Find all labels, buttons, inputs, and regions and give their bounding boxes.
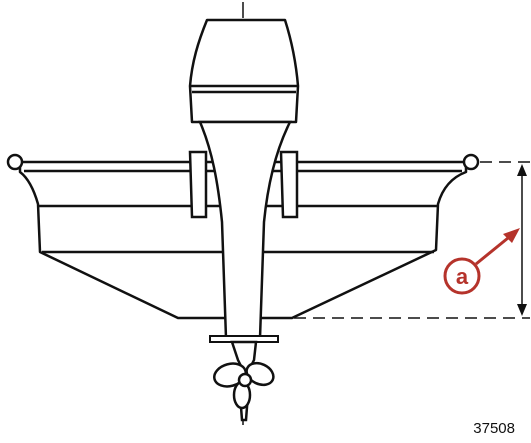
callout-a: a	[443, 228, 520, 295]
dimension-extension-lines	[294, 161, 530, 319]
propeller	[213, 361, 275, 410]
engine-cowl	[188, 18, 300, 124]
left-rub-rail-knob	[6, 153, 24, 171]
figure-number: 37508	[473, 420, 515, 437]
left-transom-bracket	[188, 150, 208, 219]
right-rub-rail-knob	[462, 153, 480, 171]
height-dimension-arrow	[517, 164, 527, 316]
callout-label: a	[456, 264, 469, 289]
right-transom-bracket	[279, 150, 299, 219]
callout-circle	[443, 257, 481, 295]
